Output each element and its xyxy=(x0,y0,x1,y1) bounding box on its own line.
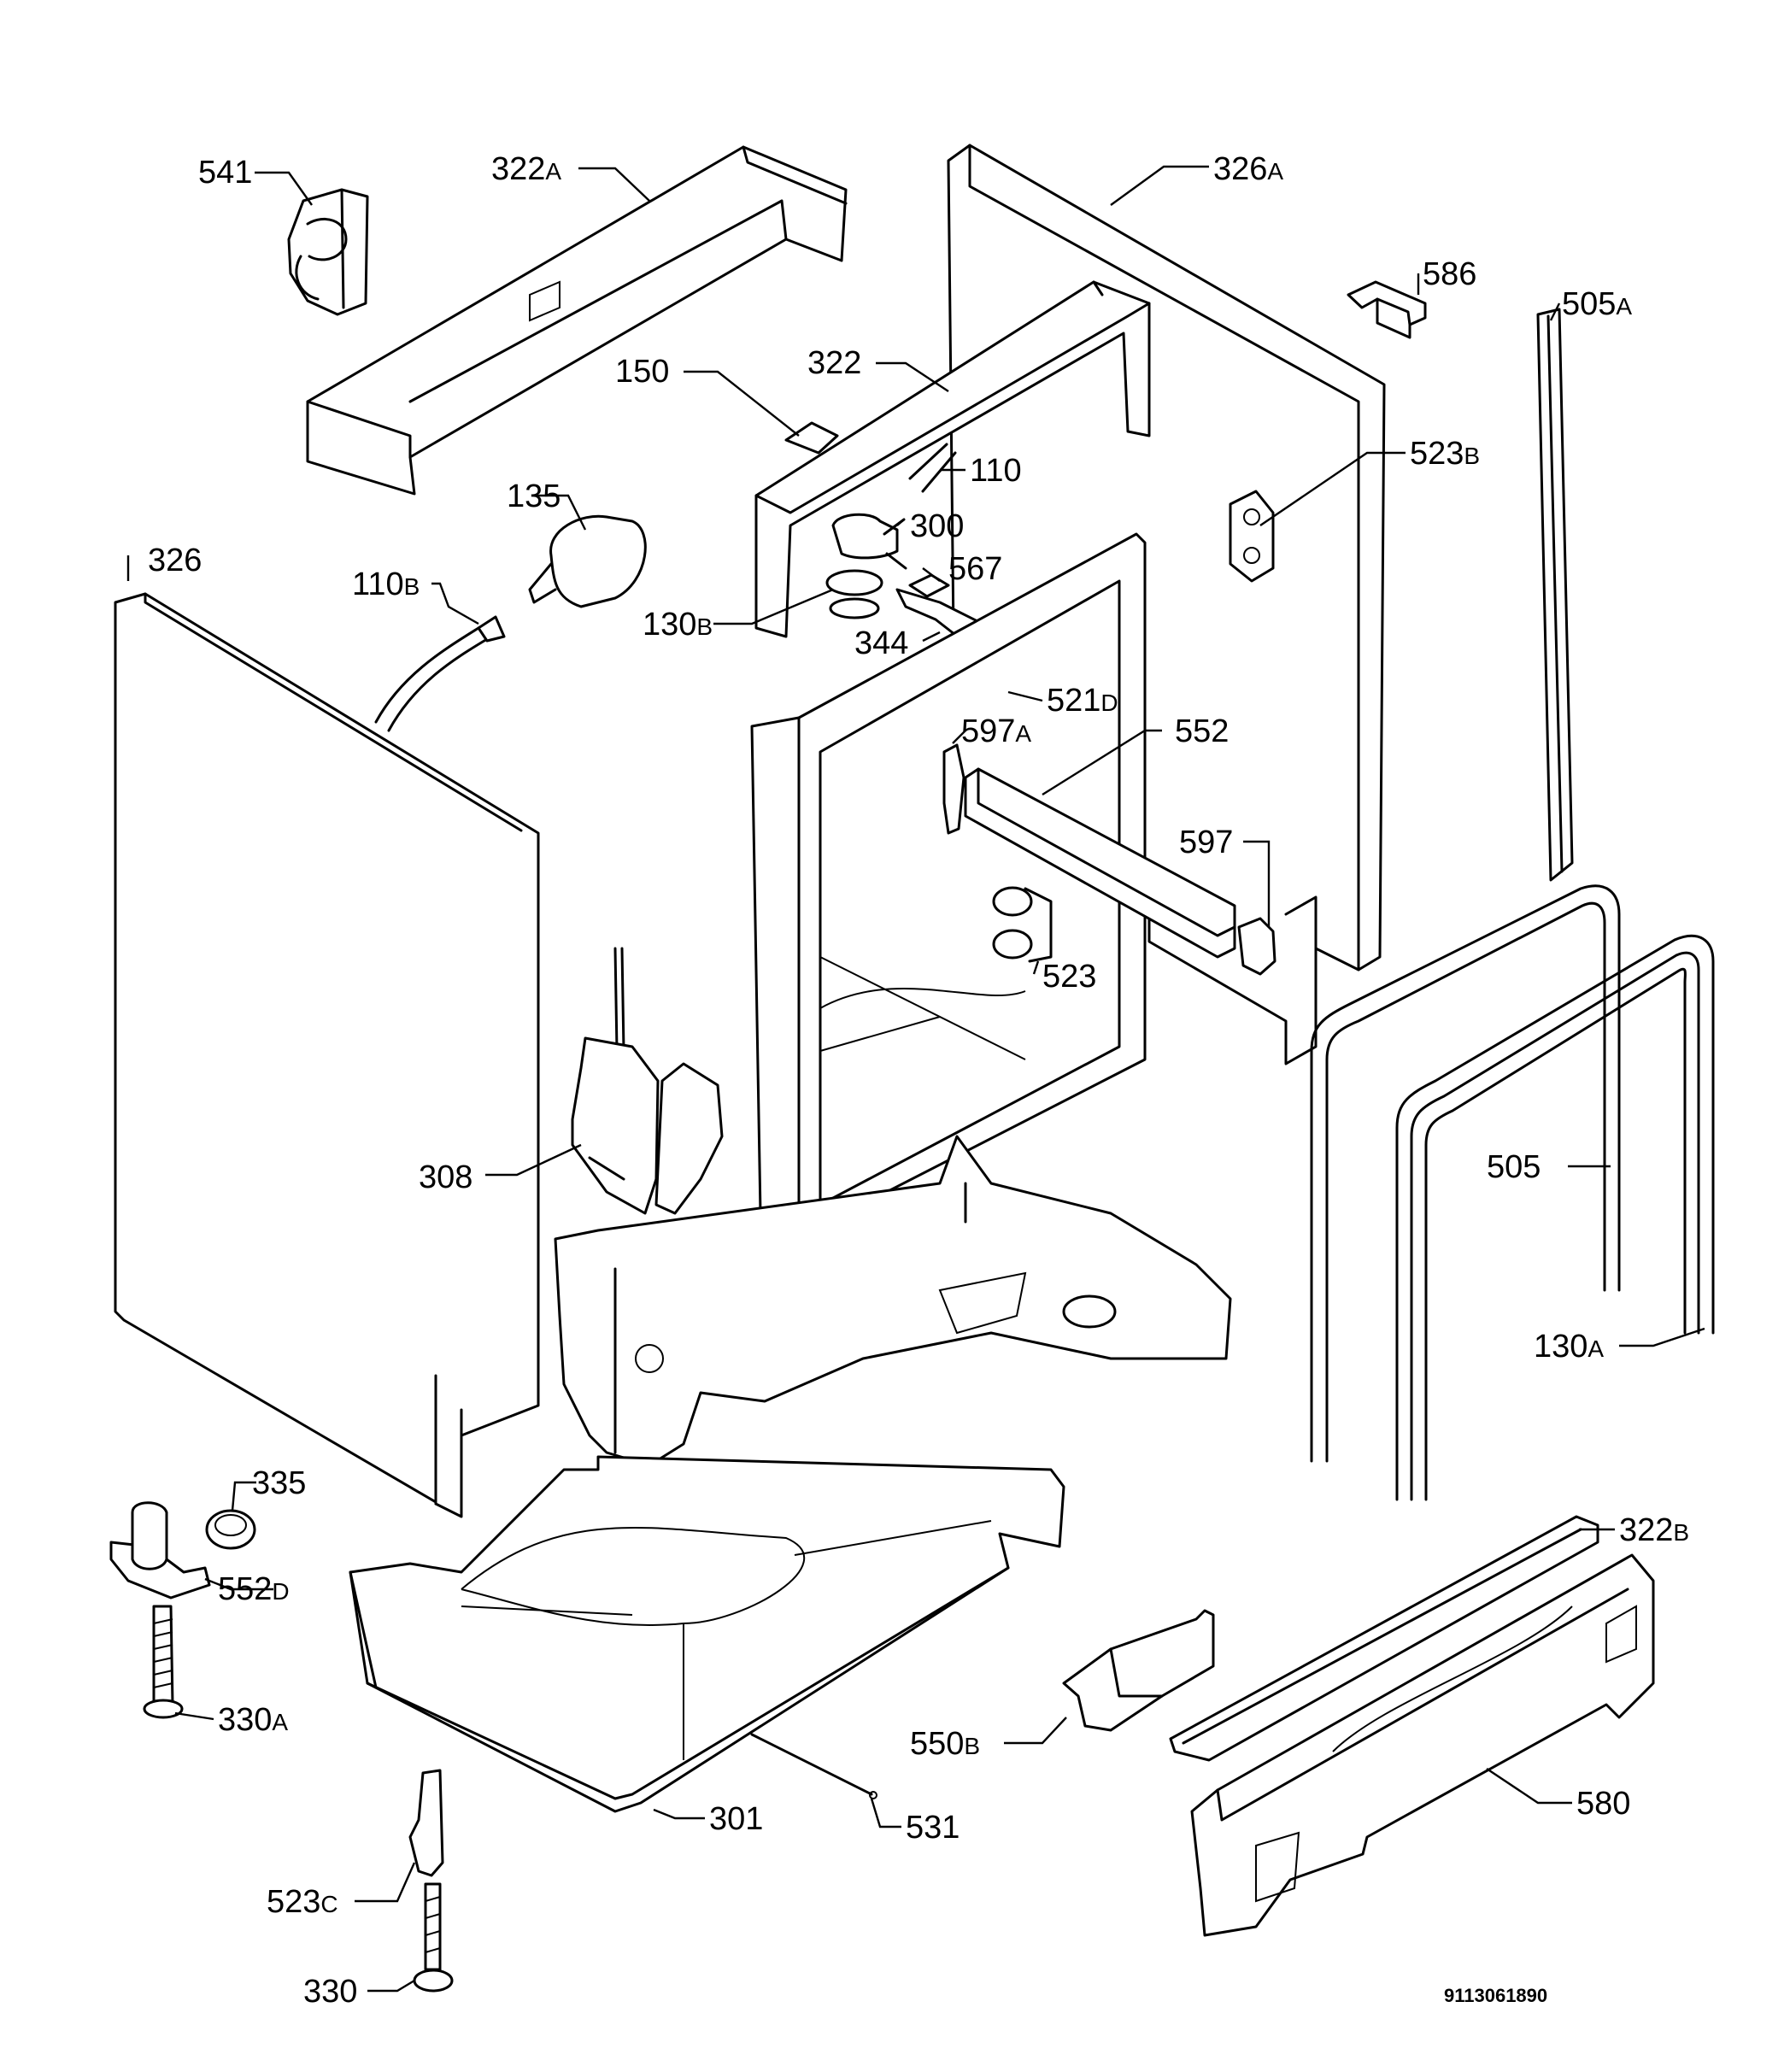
label-523c: 523C xyxy=(267,1884,338,1920)
part-552d-actuator xyxy=(109,1501,211,1599)
label-521d: 521D xyxy=(1047,683,1118,719)
part-586-bracket xyxy=(1347,280,1427,339)
part-330a-screw xyxy=(143,1605,184,1719)
label-322b: 322B xyxy=(1619,1512,1689,1548)
label-326: 326 xyxy=(148,543,202,578)
part-308-hinge xyxy=(571,947,724,1215)
part-550b-bracket xyxy=(1062,1609,1215,1732)
part-531-rod xyxy=(750,1733,877,1799)
leader-lines xyxy=(126,165,1705,1993)
label-597: 597 xyxy=(1179,825,1233,860)
label-552: 552 xyxy=(1175,713,1229,749)
part-541-clip xyxy=(287,188,369,316)
label-580: 580 xyxy=(1576,1786,1630,1822)
part-300-valve xyxy=(831,513,907,570)
label-300: 300 xyxy=(910,508,964,544)
label-330a: 330A xyxy=(218,1702,288,1738)
part-110b-hose xyxy=(374,615,506,732)
label-110: 110 xyxy=(970,453,1022,489)
label-541: 541 xyxy=(198,155,252,191)
label-505a: 505A xyxy=(1562,286,1632,322)
part-597a-clip xyxy=(942,743,965,835)
label-110b: 110B xyxy=(352,566,420,602)
part-523b-grommet xyxy=(1229,490,1275,583)
label-135: 135 xyxy=(507,478,560,514)
part-130a-seal xyxy=(1395,934,1715,1501)
part-552-rail xyxy=(964,767,1236,959)
label-322a: 322A xyxy=(491,151,561,187)
part-base xyxy=(554,1135,1232,1467)
part-335-gear xyxy=(205,1509,256,1550)
label-150: 150 xyxy=(615,354,669,390)
label-130b: 130B xyxy=(643,607,713,643)
part-326-outer-panel xyxy=(114,592,540,1518)
part-523c-hinge xyxy=(408,1769,444,1877)
label-326a: 326A xyxy=(1213,151,1283,187)
label-301: 301 xyxy=(709,1801,763,1837)
label-586: 586 xyxy=(1423,256,1476,292)
part-330-screw xyxy=(413,1882,454,1993)
label-523: 523 xyxy=(1042,959,1096,995)
label-330: 330 xyxy=(303,1974,357,2010)
part-567-clip xyxy=(908,573,950,598)
part-322b-strip xyxy=(1169,1515,1599,1762)
label-552d: 552D xyxy=(218,1571,290,1607)
part-110-hose xyxy=(908,443,957,493)
label-567: 567 xyxy=(948,551,1002,587)
drawing-code: 9113061890 xyxy=(1444,1985,1547,2006)
label-550b: 550B xyxy=(910,1726,980,1762)
label-597a: 597A xyxy=(961,713,1031,749)
part-301-tray xyxy=(349,1455,1065,1813)
part-505-seal xyxy=(1310,884,1621,1463)
label-322: 322 xyxy=(807,345,861,381)
part-322a-top-rail xyxy=(306,145,848,496)
label-505: 505 xyxy=(1487,1149,1541,1185)
label-130a: 130A xyxy=(1534,1329,1604,1365)
label-523b: 523B xyxy=(1410,436,1480,472)
label-344: 344 xyxy=(854,625,908,661)
part-135 xyxy=(528,514,647,608)
label-531: 531 xyxy=(906,1810,960,1846)
part-130b-seal xyxy=(825,569,883,619)
part-322-frame xyxy=(754,280,1151,638)
label-335: 335 xyxy=(252,1465,306,1501)
part-505a-strip xyxy=(1536,308,1574,882)
part-580-panel xyxy=(1190,1553,1655,1937)
part-597-clip xyxy=(1237,917,1276,976)
part-523-grommets xyxy=(992,886,1053,963)
label-308: 308 xyxy=(419,1159,472,1195)
part-150 xyxy=(784,421,839,455)
